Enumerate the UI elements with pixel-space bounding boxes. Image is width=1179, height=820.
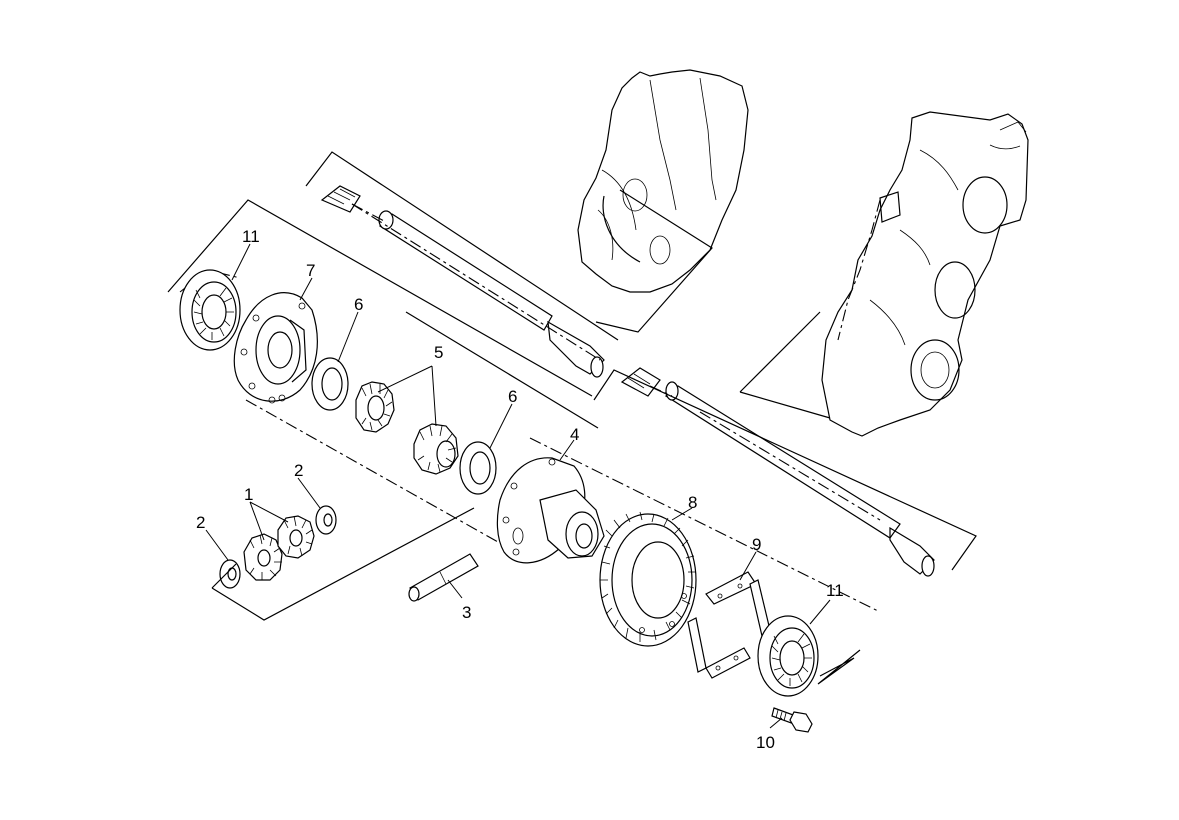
callout-11-right: 11 xyxy=(826,581,844,600)
callout-10: 10 xyxy=(756,733,775,752)
ring-gear-bolt xyxy=(771,707,813,733)
callout-1: 1 xyxy=(244,485,253,504)
differential-case xyxy=(496,457,605,564)
pinion-shaft xyxy=(408,553,479,602)
pinion-washer-back xyxy=(315,505,337,535)
lock-plates xyxy=(687,571,771,679)
pinion-gear-back xyxy=(277,515,315,559)
callout-2-front: 2 xyxy=(196,513,205,532)
bearing-left xyxy=(179,269,241,351)
callout-9: 9 xyxy=(752,535,761,554)
callout-11-left: 11 xyxy=(242,227,260,246)
thrust-washer-upper xyxy=(311,357,349,411)
ring-gear xyxy=(599,511,697,647)
pinion-gear-front xyxy=(243,533,283,581)
transmission-housing-rear xyxy=(739,111,1029,437)
callout-3: 3 xyxy=(462,603,471,622)
side-gear-upper xyxy=(355,381,395,433)
lower-axle-shaft xyxy=(529,367,977,613)
callout-6-upper: 6 xyxy=(354,295,363,314)
callout-5: 5 xyxy=(434,343,443,362)
upper-axle-shaft xyxy=(305,151,619,429)
side-gear-lower xyxy=(413,423,459,475)
callout-7: 7 xyxy=(306,261,315,280)
differential-case-cover xyxy=(233,292,318,404)
callout-6-lower: 6 xyxy=(508,387,517,406)
bearing-right xyxy=(757,615,861,697)
thrust-washer-lower xyxy=(459,441,497,495)
callout-numbers: 11 7 6 5 6 4 2 1 2 3 8 9 11 10 xyxy=(196,227,844,752)
callout-4: 4 xyxy=(570,425,579,444)
leader-lines xyxy=(205,243,831,729)
callout-8: 8 xyxy=(688,493,697,512)
callout-2-back: 2 xyxy=(294,461,303,480)
transmission-housing-front xyxy=(577,69,749,333)
pinion-washer-front xyxy=(219,559,241,589)
